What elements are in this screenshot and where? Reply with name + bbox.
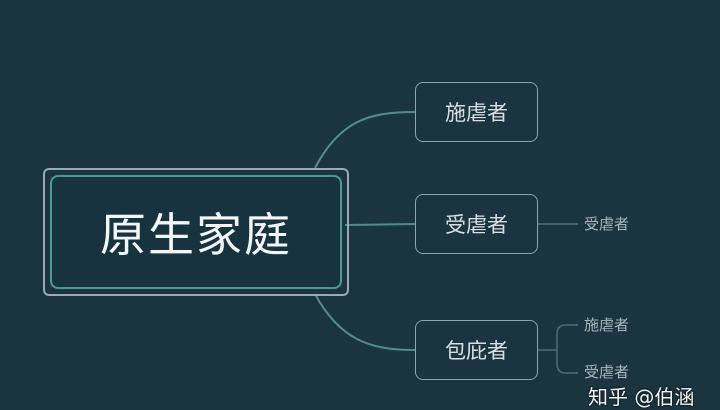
branch-node-victim[interactable]: 受虐者 [415, 194, 538, 254]
branch-node-enabler[interactable]: 包庇者 [415, 320, 538, 380]
branch-label: 受虐者 [445, 213, 508, 237]
link-root-branch-3 [314, 293, 416, 351]
watermark: 知乎 @伯涵 [588, 385, 695, 409]
link-branch-3-bracket [537, 324, 578, 374]
leaf-node[interactable]: 受虐者 [584, 215, 630, 233]
link-root-branch-2 [344, 223, 416, 226]
link-root-branch-1 [314, 111, 416, 169]
branch-label: 施虐者 [445, 101, 508, 125]
branch-node-abuser[interactable]: 施虐者 [415, 82, 538, 142]
root-node[interactable]: 原生家庭 [43, 168, 349, 296]
root-label: 原生家庭 [100, 208, 292, 262]
leaf-node[interactable]: 施虐者 [584, 316, 630, 334]
branch-label: 包庇者 [445, 339, 508, 363]
root-node-inner: 原生家庭 [50, 175, 342, 289]
leaf-node[interactable]: 受虐者 [584, 363, 630, 381]
